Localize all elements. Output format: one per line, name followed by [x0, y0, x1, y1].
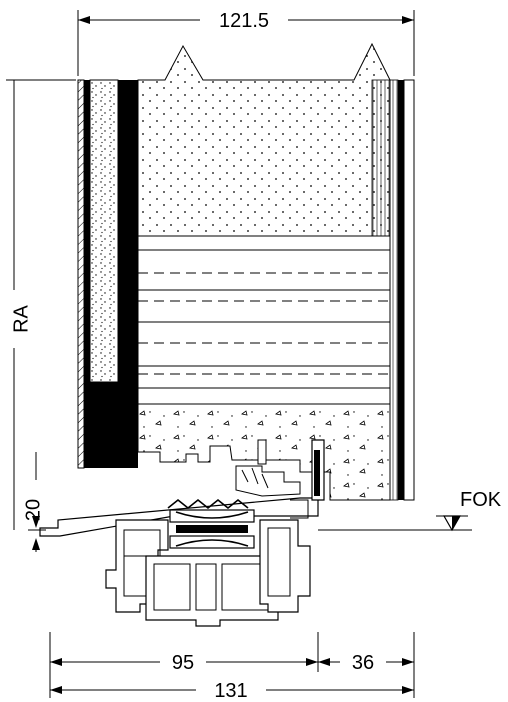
central-cell-left [153, 563, 191, 611]
right-wall-layer [389, 79, 399, 501]
right-chamber-hook [290, 499, 309, 519]
dotted-insulation-block [137, 42, 391, 237]
dimension-top-width: 121.5 [219, 10, 269, 32]
central-chamber [145, 555, 279, 627]
dim36-arrow-left [318, 658, 330, 666]
black-wall-base [84, 382, 138, 468]
speckled-insulation [89, 79, 119, 383]
wall-structure [77, 42, 415, 501]
right-wall-edge [403, 79, 415, 501]
dimension-height-label: RA [10, 304, 32, 332]
right-chamber-inner [267, 527, 291, 597]
thermal-break-core [176, 525, 248, 533]
dimension-sill: 36 [352, 652, 374, 674]
right-aluminium-chamber [259, 519, 311, 613]
upper-break-detail [175, 511, 249, 519]
dimension-total: 131 [214, 680, 247, 702]
top-arrow-left [78, 16, 90, 24]
dim95-arrow-right [306, 658, 318, 666]
gasket-fins [241, 467, 269, 489]
dim131-arrow-right [402, 686, 414, 694]
leaf-stop-seal [314, 450, 320, 496]
layered-floor-screed [137, 235, 391, 405]
step-arrow-down [32, 516, 40, 528]
top-arrow-right [402, 16, 414, 24]
step-arrow-up [32, 538, 40, 550]
dimension-step: 20 [22, 499, 44, 521]
right-wall-black [398, 80, 404, 500]
gasket-block [235, 465, 301, 497]
dimension-lines [6, 10, 472, 698]
central-cell-mid [195, 563, 217, 611]
dim131-arrow-left [50, 686, 62, 694]
thermal-break-upper [169, 509, 255, 523]
dim36-arrow-right [402, 658, 414, 666]
inner-wall-liner [371, 79, 391, 237]
dimension-frame: 95 [172, 652, 194, 674]
screed-layer-lines [138, 249, 390, 389]
seal-lip [257, 439, 267, 465]
black-wall-core [118, 80, 138, 382]
outer-plaster-strip [77, 79, 85, 469]
lower-break-detail [175, 539, 249, 547]
dim95-arrow-left [50, 658, 62, 666]
sloped-sill-cover [39, 497, 319, 537]
floor-level-label: FOK [460, 489, 502, 511]
upper-zigzag-gasket [167, 498, 249, 510]
thermal-break-lower [169, 535, 255, 549]
fok-triangle-half [452, 516, 460, 530]
threshold-profile [39, 439, 325, 627]
outer-black-membrane [84, 80, 90, 468]
